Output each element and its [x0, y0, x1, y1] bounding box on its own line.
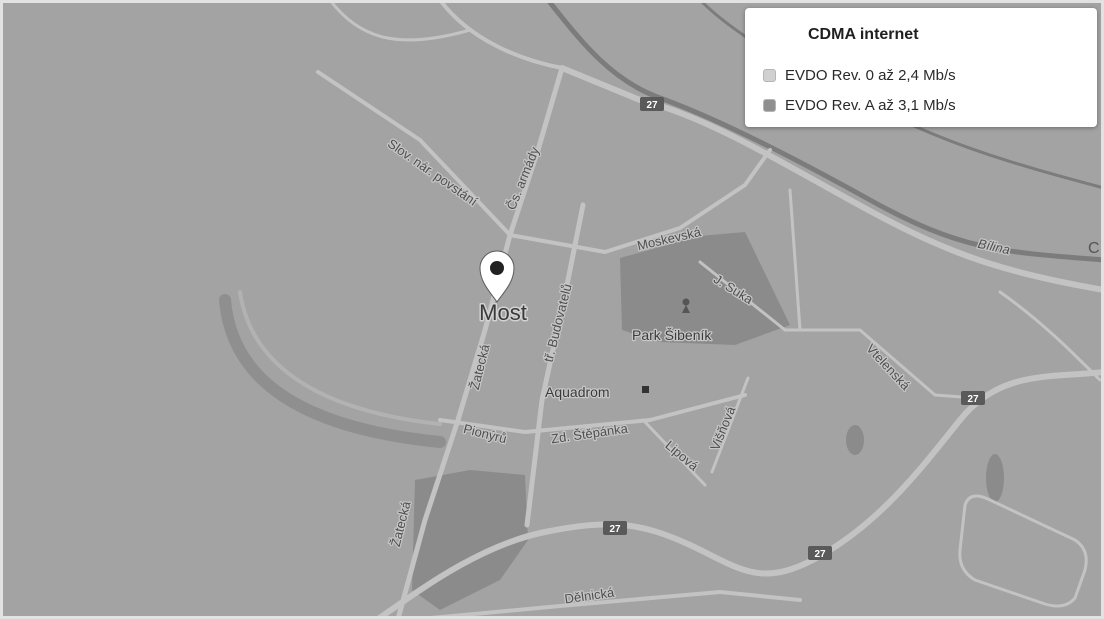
map-legend: CDMA internet EVDO Rev. 0 až 2,4 Mb/s EV… — [745, 8, 1097, 127]
map-pin-body[interactable] — [479, 250, 515, 303]
park-poi-icon[interactable] — [682, 298, 690, 314]
road-vtelenska — [783, 328, 977, 400]
terrain-ring-light — [238, 290, 442, 426]
pond-southeast — [986, 454, 1004, 502]
road-top-left-arc — [328, 0, 472, 42]
park-poi-icon-head — [682, 298, 690, 306]
route-shield-bg — [640, 97, 664, 111]
road-highway-27-south — [375, 369, 1104, 619]
terrain-ring — [219, 294, 446, 448]
road-pionyru — [438, 393, 747, 434]
map-pin-icon[interactable] — [479, 250, 515, 303]
legend-swatch-dark — [763, 98, 776, 112]
route-shield-27-southeast: 27 — [808, 546, 832, 560]
road-southeast-loop — [958, 494, 1088, 608]
river-south-bank — [545, 0, 1104, 263]
route-shield-label: 27 — [967, 394, 979, 405]
legend-item-evdo-rev-a: EVDO Rev. A až 3,1 Mb/s — [763, 95, 956, 115]
route-shield-label: 27 — [814, 549, 826, 560]
road-j-suka — [698, 260, 787, 332]
road-east-curve — [998, 290, 1102, 382]
route-shield-label: 27 — [609, 524, 621, 535]
legend-item-evdo-rev-0: EVDO Rev. 0 až 2,4 Mb/s — [763, 65, 956, 85]
poi-label-park-sibenik[interactable]: Park Šibeník — [631, 326, 714, 345]
legend-swatch-light — [763, 68, 776, 82]
road-moskevska — [508, 148, 772, 254]
legend-title: CDMA internet — [808, 26, 919, 43]
road-highway-27-north — [559, 65, 1104, 293]
road-east-connector — [788, 188, 802, 332]
pond-east — [846, 425, 864, 455]
route-shield-bg — [603, 521, 627, 535]
park-poi-icon-body — [682, 305, 690, 313]
park-sibenik-area — [620, 232, 790, 345]
route-shield-bg — [808, 546, 832, 560]
route-shield-27-north: 27 — [640, 97, 664, 111]
city-label[interactable]: Most — [478, 299, 529, 327]
road-north-ring — [438, 0, 564, 70]
legend-item-label: EVDO Rev. 0 až 2,4 Mb/s — [785, 66, 956, 84]
road-visnova — [710, 376, 750, 474]
edge-label: C — [1088, 240, 1100, 257]
route-shield-label: 27 — [646, 100, 658, 111]
map-pin-dot — [490, 261, 504, 275]
road-zatecka — [395, 232, 513, 619]
poi-square-icon[interactable] — [642, 386, 649, 393]
road-cs-armady — [507, 65, 565, 238]
road-lipova — [643, 420, 707, 487]
poi-label-aquadrom[interactable]: Aquadrom — [544, 383, 611, 402]
road-delnicka — [418, 590, 802, 619]
legend-item-label: EVDO Rev. A až 3,1 Mb/s — [785, 96, 956, 114]
road-slov-nar-povstani — [316, 70, 512, 237]
route-shield-bg — [961, 391, 985, 405]
route-shield-27-east: 27 — [961, 391, 985, 405]
route-shield-27-south: 27 — [603, 521, 627, 535]
